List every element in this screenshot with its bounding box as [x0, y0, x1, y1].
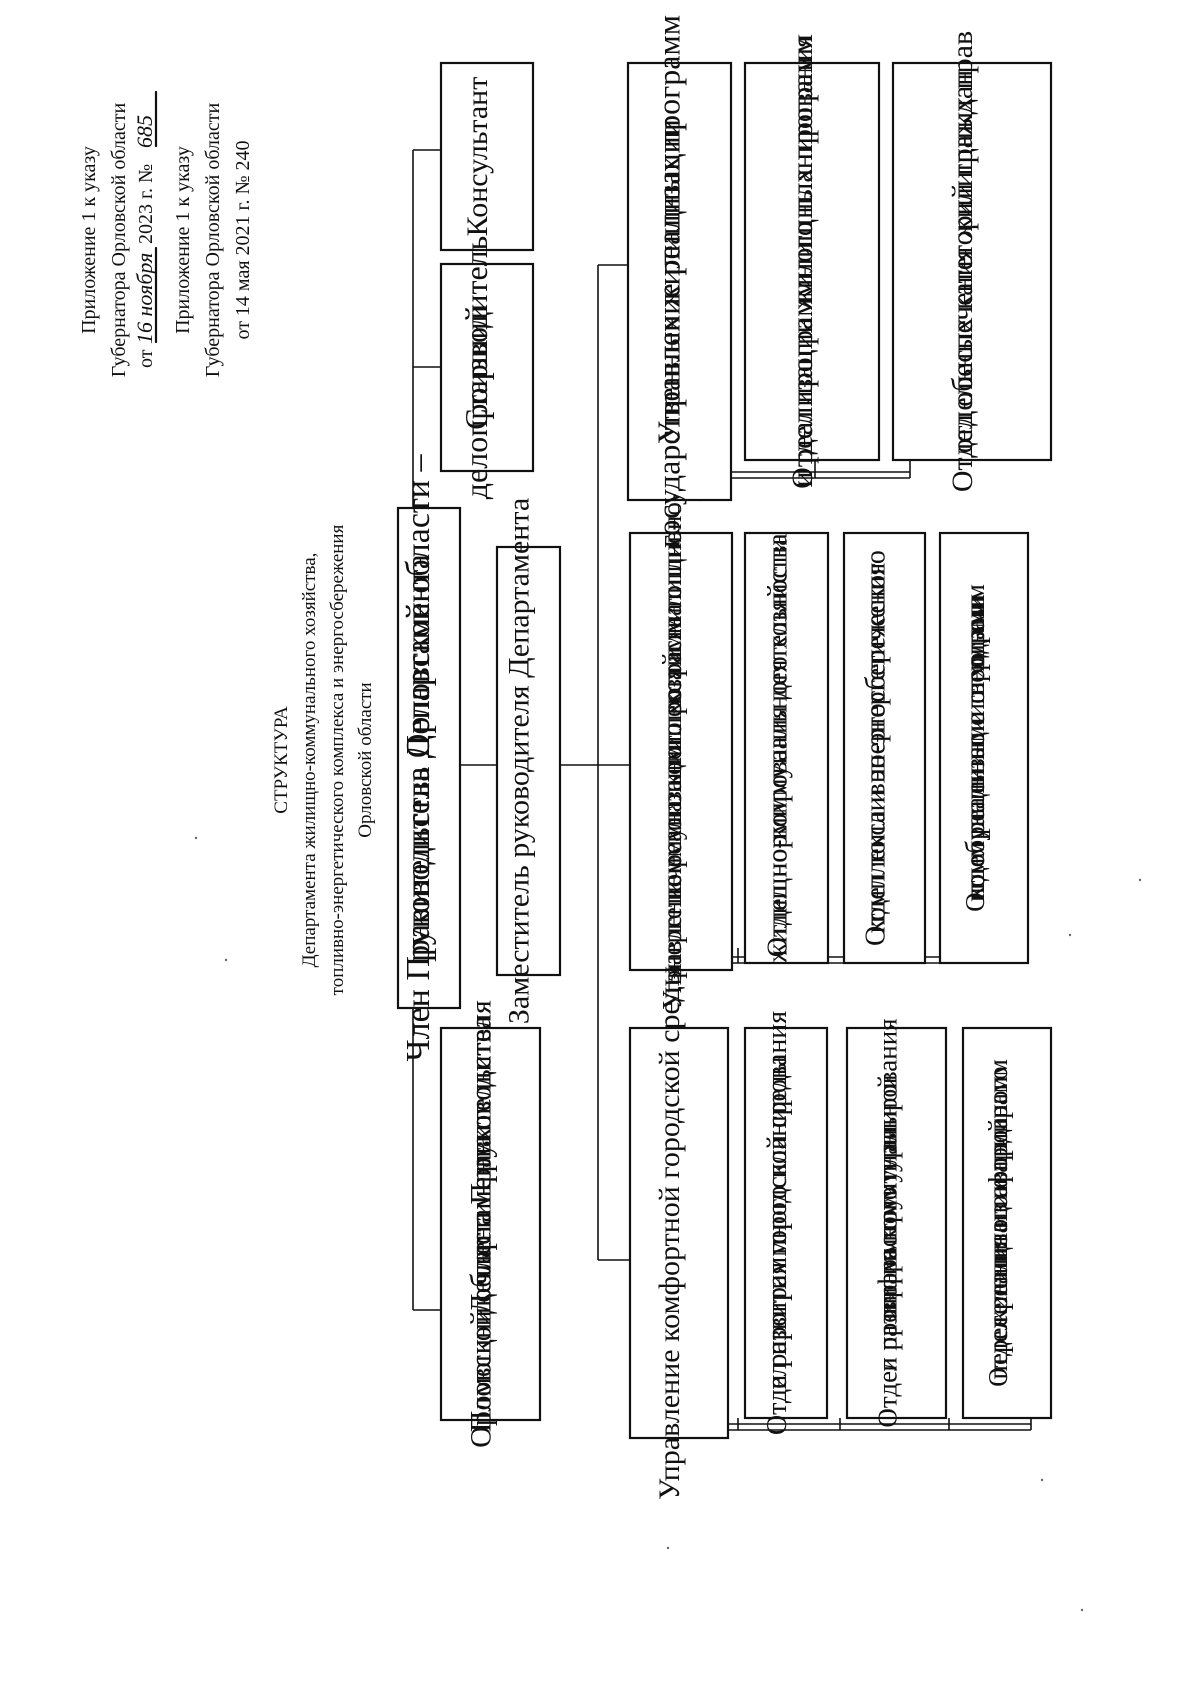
dept-infrastructure-label-line: инфраструктуры [873, 1127, 903, 1319]
dept-resettlement-label-line: Отдел реализации программ [983, 1059, 1013, 1387]
senior-clerk-label-line: Старший [458, 305, 494, 429]
document-title: СТРУКТУРА Департамента жилищно-коммунальн… [271, 524, 376, 995]
head-label-line: Член Правительства Орловской области – [400, 454, 437, 1062]
scan-speck [666, 1546, 670, 1550]
dept-resettlement-label: Отдел реализации программпереселения из … [983, 1059, 1013, 1387]
head-label-line: руководитель Департамента [400, 554, 437, 962]
attachment-previous-line: от 14 мая 2021 г. № 240 [232, 140, 254, 339]
consultant-label-line: Консультант [461, 77, 494, 237]
dept-infrastructure-label-line: и развития коммунальной [873, 1074, 903, 1371]
senior-clerk-label: Старшийделопроизводитель [458, 236, 494, 499]
mgmt-urban-label: Управление комфортной городской среды [653, 966, 686, 1500]
deputy-label-line: Заместитель руководителя Департамента [503, 498, 536, 1024]
attachment-current-line: Губернатора Орловской области [108, 103, 130, 378]
dept-normalization-label-line: жилищно-коммунального хозяйства [763, 533, 794, 964]
assistant-box [439, 1026, 542, 1422]
dept-housing-rights-box [891, 61, 1053, 462]
dept-infrastructure-box [845, 1026, 948, 1420]
scan-speck [1080, 1608, 1084, 1612]
unit-boxes [396, 61, 1053, 1440]
dept-waste-label-line: Отдел реализации программ [960, 584, 990, 912]
scan-speck [1040, 1478, 1044, 1482]
dept-waste-label-line: коммунальными отходами [960, 596, 990, 899]
dept-fuel-energy-box [842, 531, 927, 965]
date-prefix: от [135, 349, 157, 368]
attachment-current-line: Приложение 1 к указу [78, 146, 100, 334]
dept-housing-planning-label-line: и реализации жилищных программ [786, 36, 819, 488]
scan-speck [194, 836, 198, 840]
mgmt-urban-label-line: Управление комфортной городской среды [653, 966, 686, 1500]
attachment-current: Приложение 1 к указу Губернатора Орловско… [78, 103, 130, 378]
date-middle: 2023 г. № [135, 164, 157, 244]
consultant-label: Консультант [461, 77, 494, 237]
dept-housing-rights-label-line: отдельных категорий граждан [946, 70, 979, 454]
handwritten-number: 685 [132, 115, 157, 148]
dept-infrastructure-label: Отдел программного планированияи развити… [873, 1018, 903, 1427]
dept-infrastructure-label-line: Отдел программного планирования [873, 1018, 903, 1427]
mgmt-state-housing-label-line: Управление реализации [651, 119, 687, 444]
consultant-box [439, 61, 535, 252]
dept-urban-planning-label: Отдел программного планированияи развити… [762, 1011, 793, 1435]
attachment-previous-line: Губернатора Орловской области [202, 103, 224, 378]
assistant-label-line: Департамента [465, 1134, 498, 1314]
attachment-previous: Приложение 1 к указу Губернатора Орловско… [172, 103, 254, 378]
dept-resettlement-label-line: жилищного фонда [983, 1117, 1013, 1330]
dept-housing-planning-label-line: Отдел программного планирования [786, 34, 819, 489]
mgmt-state-housing-box [626, 61, 733, 502]
head-box [396, 506, 462, 1010]
attachment-previous-line: Приложение 1 к указу [172, 146, 194, 334]
dept-housing-rights-label-line: Отдел обеспечения жилищных прав [946, 31, 979, 492]
dept-waste-label-line: по обращению с твердыми [960, 594, 990, 902]
deputy-label: Заместитель руководителя Департамента [503, 498, 536, 1024]
page-text: Член Правительства Орловской области –ру… [78, 15, 1013, 1500]
dept-housing-planning-box [743, 61, 881, 462]
dept-normalization-box [743, 531, 830, 965]
mgmt-fuel-housing-label-line: энергетического комплекса и жилищно- [657, 522, 687, 982]
mgmt-state-housing-label-line: государственных жилищных программ [651, 15, 687, 548]
mgmt-fuel-housing-label: Управление реализации программ топливно-… [657, 493, 687, 1010]
dept-resettlement-box [961, 1026, 1053, 1420]
dept-normalization-label-line: Отдел нормирования деятельности [763, 539, 794, 957]
title-heading: СТРУКТУРА [271, 706, 292, 814]
dept-fuel-energy-label: Отдел топливно-энергетическогокомплекса … [861, 550, 892, 946]
mgmt-state-housing-label: Управление реализациигосударственных жил… [651, 15, 687, 548]
attachment-current-line3: от 16 ноября 2023 г. № 685 [132, 115, 157, 368]
dept-housing-rights-label: Отдел обеспечения жилищных правотдельных… [946, 31, 979, 492]
dept-urban-planning-box [743, 1026, 829, 1420]
assistant-label-line: Помощник члена Правительства [465, 1016, 498, 1432]
dept-fuel-energy-label-line: комплекса и энергосбережения [861, 563, 892, 934]
scan-speck [1068, 933, 1072, 937]
dept-resettlement-label-line: переселения из аварийного [983, 1067, 1013, 1380]
mgmt-fuel-housing-box [628, 531, 734, 972]
dept-waste-label: Отдел реализации программпо обращению с … [960, 584, 990, 912]
title-line: топливно-энергетического комплекса и эне… [327, 524, 348, 995]
scan-speck [1138, 878, 1142, 882]
head-label: Член Правительства Орловской области –ру… [400, 454, 437, 1062]
mgmt-fuel-housing-label-line: Управление реализации программ топливно- [657, 493, 687, 1010]
dept-waste-box [938, 531, 1030, 965]
mgmt-urban-box [628, 1026, 730, 1440]
handwritten-date: 16 ноября [132, 253, 157, 344]
assistant-label-line: Орловской области – руководителя [465, 1000, 498, 1448]
senior-clerk-label-line: делопроизводитель [458, 236, 494, 499]
assistant-label: Помощник члена ПравительстваОрловской об… [465, 1000, 498, 1448]
dept-fuel-energy-label-line: Отдел топливно-энергетического [861, 550, 892, 946]
title-line: Департамента жилищно-коммунального хозяй… [299, 553, 320, 968]
title-line: Орловской области [355, 682, 376, 837]
mgmt-fuel-housing-label-line: коммунального хозяйства [657, 604, 687, 899]
deputy-box [495, 545, 562, 977]
senior-clerk-box [439, 262, 535, 473]
dept-urban-planning-label-line: Отдел программного планирования [762, 1011, 793, 1435]
scan-speck [224, 958, 228, 962]
dept-housing-planning-label: Отдел программного планированияи реализа… [786, 34, 819, 489]
dept-urban-planning-label-line: и развития городской среды [762, 1056, 793, 1389]
dept-normalization-label: Отдел нормирования деятельностижилищно-к… [763, 533, 794, 964]
